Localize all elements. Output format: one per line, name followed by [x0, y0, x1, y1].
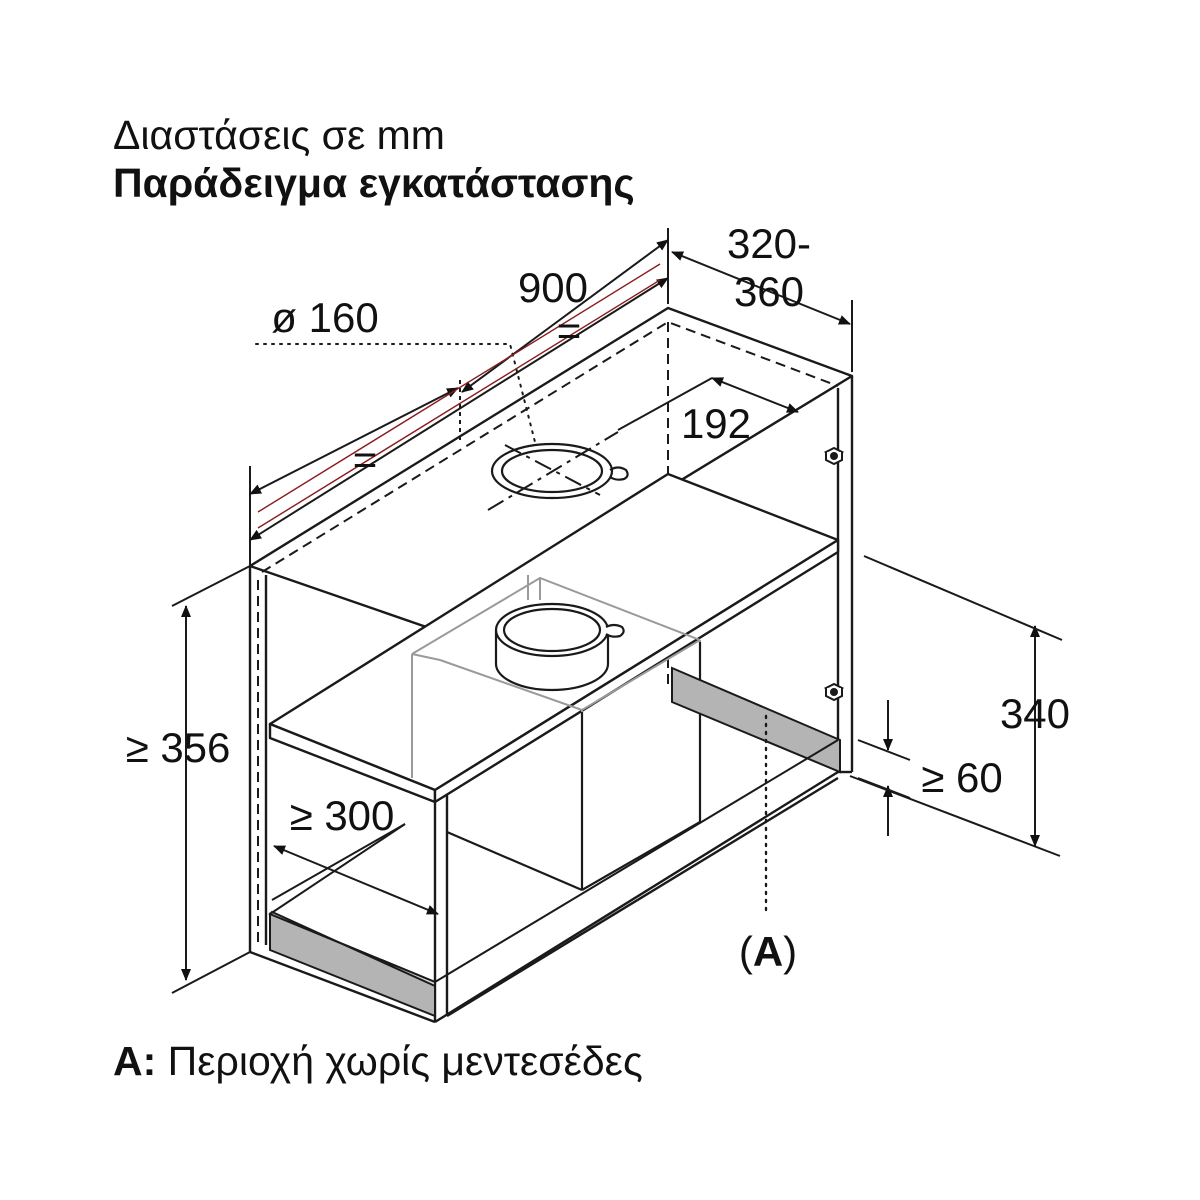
- width-dimension-label: 900: [518, 264, 588, 311]
- hood-duct-collar: [494, 602, 625, 692]
- no-hinge-zone-bands: [268, 666, 841, 1018]
- dimension-lines: [171, 228, 1063, 994]
- equal-marker-right: =: [557, 307, 582, 354]
- hood-height-label: 340: [1000, 690, 1070, 737]
- legend-key: A:: [113, 1038, 157, 1084]
- top-red-guides: [257, 263, 661, 529]
- units-caption: Διαστάσεις σε mm: [113, 112, 445, 158]
- shelf-depth-label: ≥ 300: [290, 792, 395, 839]
- duct-offset-label: 192: [681, 400, 751, 447]
- hinge-icons: [823, 446, 845, 702]
- hood-body-lines: [446, 642, 702, 892]
- depth-dimension-label-line1: 320-: [727, 220, 811, 267]
- cabinet-height-label: ≥ 356: [126, 724, 231, 771]
- depth-dimension-label-line2: 360: [734, 268, 804, 315]
- duct-diameter-label: ø 160: [271, 294, 378, 341]
- diagram-title: Παράδειγμα εγκατάστασης: [113, 160, 635, 206]
- callout-a: (A): [739, 928, 797, 975]
- legend-text: Περιοχή χωρίς μεντεσέδες: [156, 1038, 643, 1084]
- bottom-clearance-label: ≥ 60: [921, 754, 1002, 801]
- legend: A: Περιοχή χωρίς μεντεσέδες: [113, 1038, 643, 1085]
- equal-marker-left: =: [353, 436, 378, 483]
